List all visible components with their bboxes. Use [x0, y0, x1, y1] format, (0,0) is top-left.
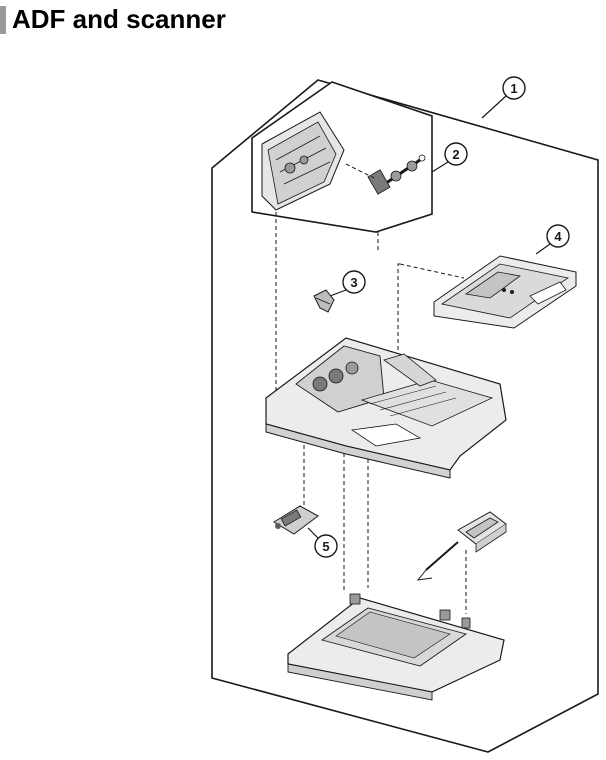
adf-main-unit-part — [265, 337, 507, 479]
scanner-base-part — [287, 593, 505, 701]
leader-dashed — [345, 163, 375, 179]
callout-number: 1 — [510, 81, 517, 96]
callout-3: 3 — [329, 270, 366, 297]
callout-number: 4 — [554, 229, 562, 244]
pick-roller-part — [367, 154, 426, 195]
header: ADF and scanner — [0, 0, 606, 40]
callout-number: 2 — [452, 147, 459, 162]
callout-4: 4 — [535, 224, 570, 255]
small-lever-part — [313, 289, 335, 313]
assembly-boundary — [211, 79, 599, 753]
adf-cover-part — [261, 111, 345, 211]
page-title: ADF and scanner — [12, 4, 226, 34]
callout-number: 5 — [322, 539, 329, 554]
title-accent-bar — [0, 6, 6, 34]
callout-1: 1 — [481, 76, 526, 119]
callout-5: 5 — [307, 527, 338, 558]
separator-pad-part — [273, 505, 319, 535]
adf-input-tray-part — [433, 255, 577, 329]
callout-2: 2 — [431, 142, 468, 173]
callout-number: 3 — [350, 275, 357, 290]
cable-connector-part — [416, 511, 507, 581]
